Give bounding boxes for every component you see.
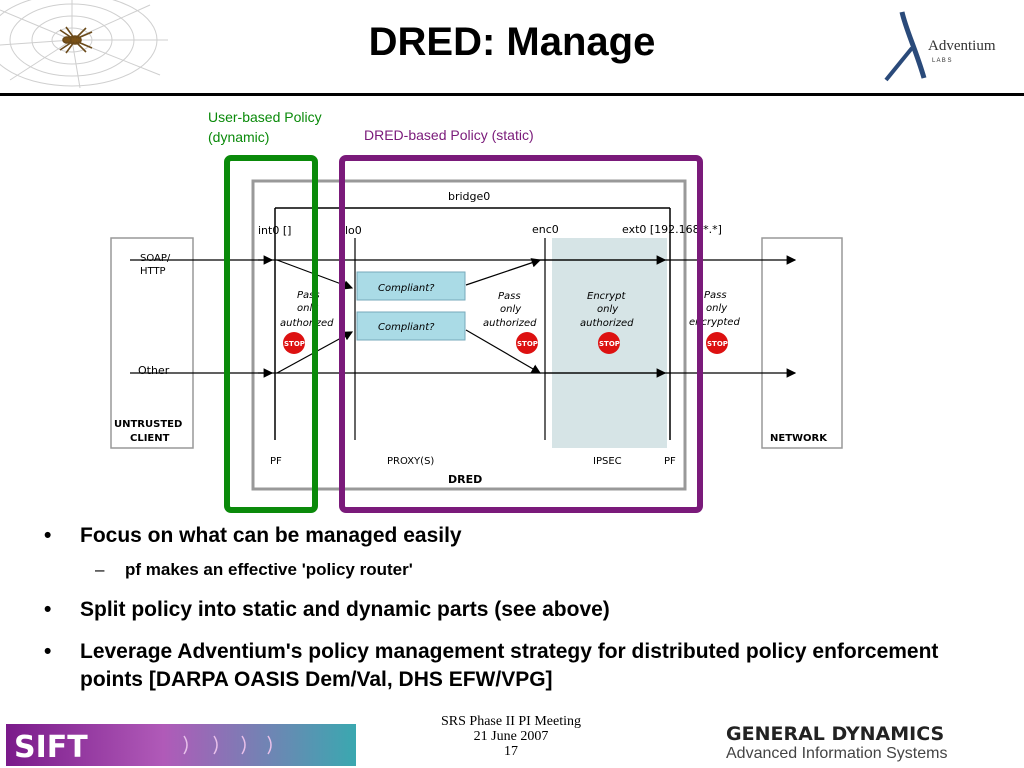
compliant-box-1 [356,271,466,301]
client-label: CLIENT [130,433,170,444]
bullet-text: Split policy into static and dynamic par… [80,598,610,621]
pf-right-label: PF [664,456,676,467]
pass-auth-2-b: only [500,304,522,315]
encrypt-b: only [597,304,619,315]
lo0-label: lo0 [345,224,362,237]
proxy-label: PROXY(S) [387,456,434,467]
title-rule [0,93,1024,96]
pass-auth-1-c: authorized [280,318,334,329]
adventium-sub: L A B S [932,58,951,64]
bridge-label: bridge0 [448,190,490,203]
bullet-item: •Leverage Adventium's policy management … [44,640,939,691]
pf-left-label: PF [270,456,282,467]
bullet-item: •Split policy into static and dynamic pa… [44,598,610,621]
dred-box [251,179,687,491]
pass-auth-1-b: only [297,303,319,314]
soap-label: SOAP/ [140,253,171,264]
network-label: NETWORK [770,433,828,444]
compliant-box-2 [356,311,466,341]
footer-line1: SRS Phase II PI Meeting [441,714,581,729]
footer-meeting: SRS Phase II PI Meeting 21 June 2007 17 [400,714,622,759]
pass-enc-b: only [706,303,728,314]
svg-text:STOP: STOP [599,340,620,348]
svg-text:Advanced Information Systems: Advanced Information Systems [726,745,947,762]
spider-web-logo [0,0,168,89]
dred-label: DRED [448,473,482,486]
footer-line2: 21 June 2007 [473,729,549,744]
pass-auth-2-c: authorized [483,318,537,329]
stop-icon: STOP [598,332,620,354]
user-policy-label-2: (dynamic) [208,129,269,145]
other-label: Other [138,364,170,377]
int0-label: int0 [] [258,224,291,237]
stop-icon: STOP [706,332,728,354]
adventium-text: Adventium [928,38,996,54]
ext0-label: ext0 [192.168.*.*] [622,223,722,236]
page-title: DRED: Manage [368,20,656,64]
svg-text:STOP: STOP [284,340,305,348]
svg-text:STOP: STOP [707,340,728,348]
user-policy-label: User-based Policy [208,109,322,125]
spider-icon [59,26,93,54]
bullet-text: Focus on what can be managed easily [80,524,462,547]
encrypt-c: authorized [580,318,634,329]
encrypt-a: Encrypt [587,291,627,302]
sub-bullet-text: pf makes an effective 'policy router' [125,560,413,579]
compliant-label-2: Compliant? [378,322,435,333]
network-box [761,237,843,449]
svg-text:GENERAL DYNAMICS: GENERAL DYNAMICS [726,723,944,745]
adventium-logo: Adventium L A B S [884,11,996,82]
user-policy-box [224,155,318,513]
ipsec-label: IPSEC [593,456,622,467]
untrusted-label: UNTRUSTED [114,419,182,430]
dred-policy-box [339,155,703,513]
http-label: HTTP [140,266,166,277]
stop-icon: STOP [283,332,305,354]
pass-enc-c: encrypted [689,317,740,328]
svg-text:STOP: STOP [517,340,538,348]
dred-diagram: User-based Policy (dynamic) DRED-based P… [110,109,843,513]
bullet-text: Leverage Adventium's policy management s… [80,640,939,691]
pass-auth-1-a: Pass [297,290,320,301]
general-dynamics-logo: GENERAL DYNAMICS Advanced Information Sy… [726,723,947,762]
stop-icon: STOP [516,332,538,354]
dred-policy-label: DRED-based Policy (static) [364,127,534,143]
svg-text:SIFT: SIFT [14,730,88,765]
sub-bullet-item: –pf makes an effective 'policy router' [95,560,413,579]
untrusted-client-box [110,237,194,449]
compliant-label-1: Compliant? [378,283,435,294]
bullet-item: •Focus on what can be managed easily [44,524,462,547]
sift-logo: SIFT [6,724,356,766]
pass-auth-2-a: Pass [498,291,521,302]
bullet-list: •Focus on what can be managed easily –pf… [40,522,1000,708]
footer-page-number: 17 [504,744,518,759]
pass-enc-a: Pass [704,290,727,301]
enc0-label: enc0 [532,223,559,236]
